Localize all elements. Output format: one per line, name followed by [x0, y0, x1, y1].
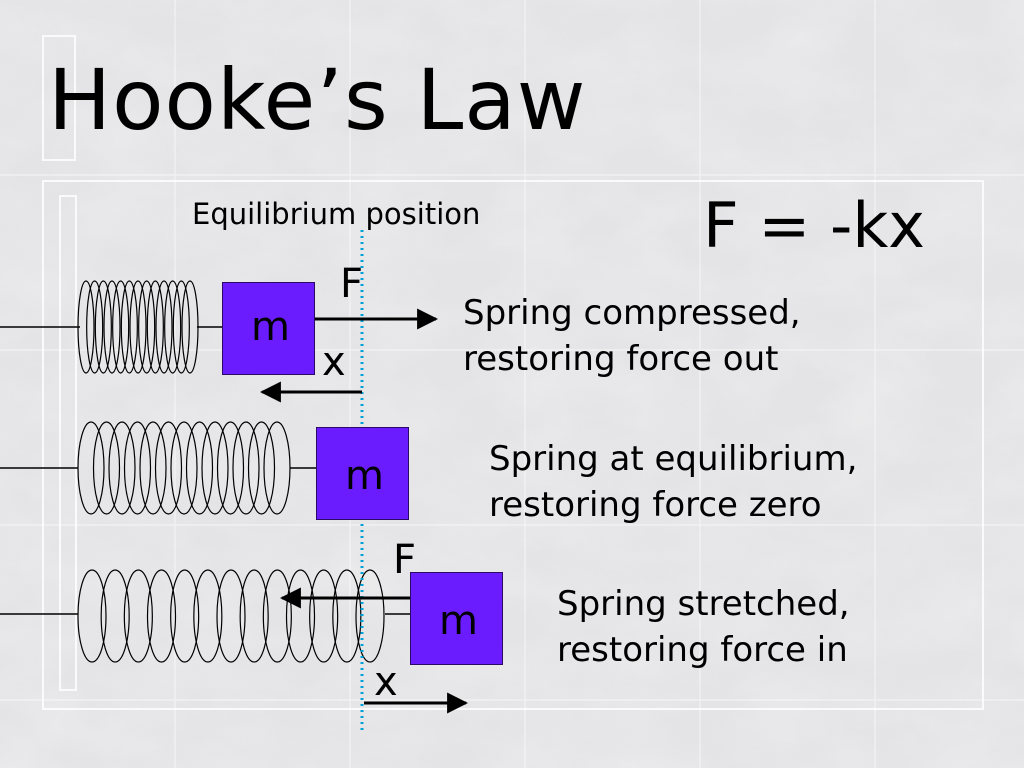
slide-title: Hooke’s Law: [48, 51, 587, 149]
description-line: Spring stretched,: [557, 584, 850, 624]
equilibrium-position-label: Equilibrium position: [192, 197, 481, 231]
mass-label: m: [345, 453, 384, 499]
mass-block-stretched: m: [410, 572, 503, 665]
description-compressed: Spring compressed, restoring force out: [463, 290, 801, 382]
description-line: Spring compressed,: [463, 293, 801, 333]
displacement-label-compressed: x: [322, 339, 346, 385]
force-label-compressed: F: [340, 261, 364, 307]
description-line: restoring force out: [463, 339, 779, 379]
displacement-label-stretched: x: [374, 659, 398, 705]
mass-block-compressed: m: [222, 282, 315, 375]
mass-block-equilibrium: m: [316, 427, 409, 520]
hookes-law-formula: F = -kx: [703, 189, 925, 262]
description-line: Spring at equilibrium,: [489, 439, 858, 479]
mass-label: m: [439, 598, 478, 644]
description-equilibrium: Spring at equilibrium, restoring force z…: [489, 436, 857, 528]
force-label-stretched: F: [393, 537, 417, 583]
mass-label: m: [251, 304, 290, 350]
description-line: restoring force zero: [489, 485, 822, 525]
description-stretched: Spring stretched, restoring force in: [557, 581, 850, 673]
description-line: restoring force in: [557, 630, 848, 670]
